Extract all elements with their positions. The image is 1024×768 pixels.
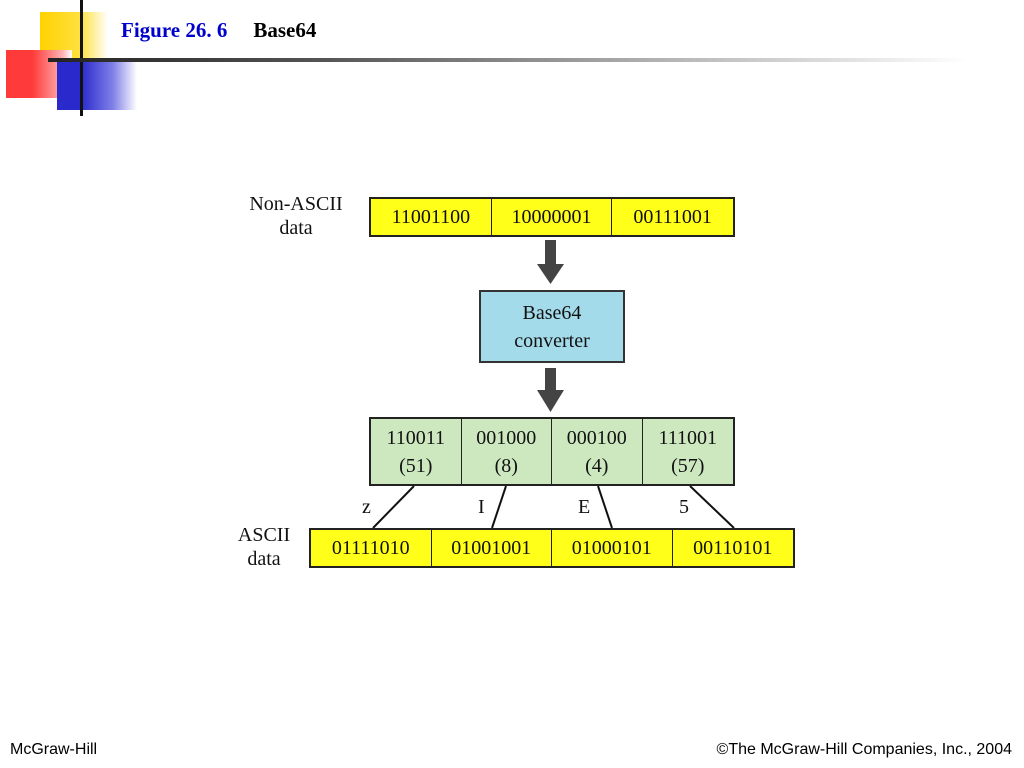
group-bits: 001000	[476, 426, 537, 449]
output-byte-cell: 01111010	[311, 530, 432, 566]
down-arrow-icon	[537, 240, 564, 284]
char-label: I	[478, 496, 485, 518]
group-bits: 111001	[658, 426, 717, 449]
input-label: Non-ASCII data	[226, 192, 366, 240]
output-label-line1: ASCII	[237, 524, 291, 546]
output-byte-cell: 00110101	[693, 536, 773, 559]
group-value: (57)	[671, 454, 705, 477]
char-label: z	[362, 496, 371, 518]
group-cell: 111001 (57)	[643, 419, 733, 484]
input-label-line1: Non-ASCII	[249, 193, 343, 215]
figure-title: Base64	[253, 18, 317, 42]
figure-number: Figure 26. 6	[121, 18, 228, 42]
output-byte-cell: 01001001	[432, 530, 552, 566]
group-bits: 110011	[386, 426, 445, 449]
connector-line	[372, 485, 415, 529]
footer-publisher: McGraw-Hill	[10, 741, 98, 758]
page-title: Figure 26. 6 Base64	[121, 18, 316, 43]
connector-line	[689, 485, 735, 529]
converter-line1: Base64	[522, 301, 582, 324]
input-byte-cell: 11001100	[371, 199, 492, 235]
group-value: (8)	[494, 454, 518, 477]
footer-copyright: ©The McGraw-Hill Companies, Inc., 2004	[716, 741, 1012, 758]
input-bytes-row: 11001100 10000001 00111001	[369, 197, 735, 237]
group-cell: 001000 (8)	[462, 419, 552, 484]
decor-blue-square	[57, 62, 137, 110]
output-bytes-row: 01111010 01001001 01000101 00110101	[309, 528, 795, 568]
group-cell: 110011 (51)	[371, 419, 462, 484]
group-bits: 000100	[566, 426, 627, 449]
char-label: 5	[679, 496, 689, 518]
input-byte-cell: 00111001	[633, 205, 712, 228]
group-value: (51)	[399, 454, 433, 477]
down-arrow-icon	[537, 368, 564, 412]
converter-line2: converter	[514, 329, 590, 352]
input-label-line2: data	[279, 217, 313, 239]
six-bit-groups-row: 110011 (51) 001000 (8) 000100 (4) 111001…	[369, 417, 735, 486]
output-byte-cell: 01000101	[552, 530, 673, 566]
group-value: (4)	[585, 454, 609, 477]
char-label: E	[578, 496, 591, 518]
group-cell: 000100 (4)	[552, 419, 643, 484]
output-label: ASCII data	[226, 523, 302, 571]
connector-line	[491, 485, 507, 529]
input-byte-cell: 10000001	[492, 199, 613, 235]
decor-header-rule	[48, 58, 968, 62]
base64-converter-box: Base64 converter	[479, 290, 625, 363]
output-label-line2: data	[247, 548, 281, 570]
connector-line	[597, 485, 613, 529]
